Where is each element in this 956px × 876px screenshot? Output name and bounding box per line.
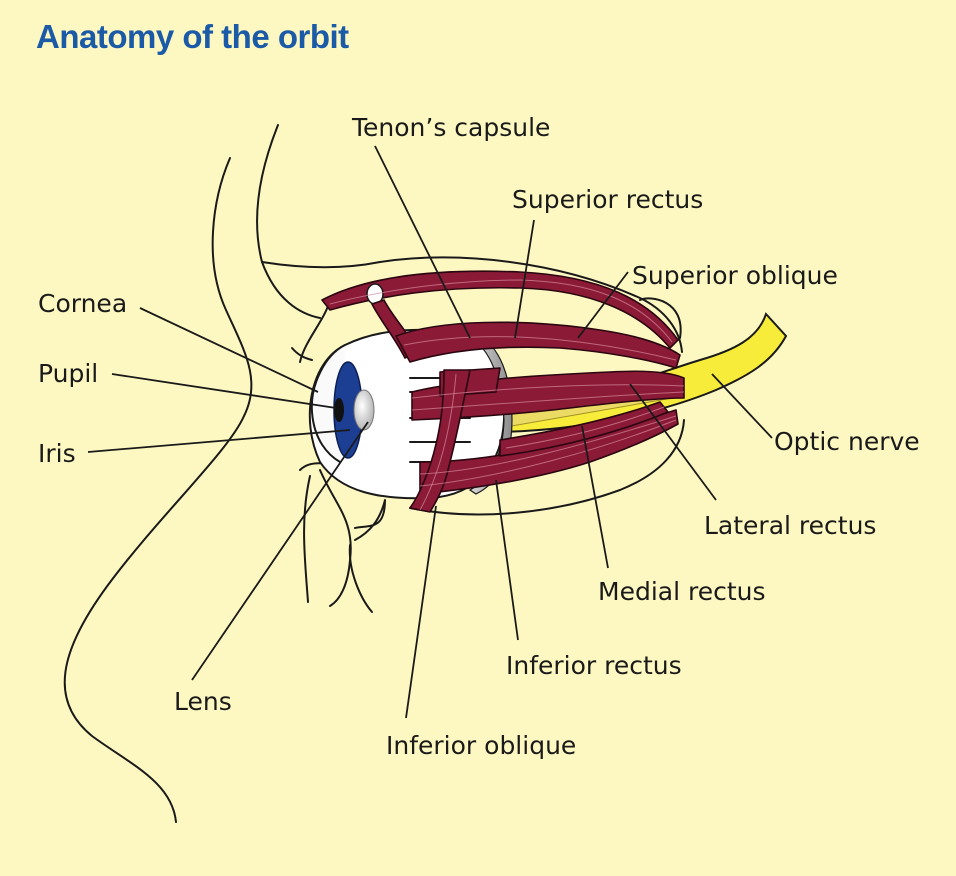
label-inferior-oblique: Inferior oblique <box>386 731 576 760</box>
leader-lens <box>191 421 369 681</box>
leader-inferior-rectus <box>495 479 519 641</box>
leader-lines <box>87 145 773 719</box>
label-iris: Iris <box>38 439 76 468</box>
label-inferior-rectus: Inferior rectus <box>506 651 682 680</box>
leader-inferior-oblique <box>405 505 437 719</box>
label-lateral-rectus: Lateral rectus <box>704 511 876 540</box>
labels: Tenon’s capsule Superior rectus Superior… <box>38 113 920 760</box>
leader-iris <box>87 429 351 453</box>
leader-superior-rectus <box>514 219 535 339</box>
inferior-oblique-muscle <box>409 369 471 513</box>
superior-oblique-muscle <box>321 270 679 349</box>
leader-lateral-rectus <box>629 383 717 501</box>
leader-cornea <box>139 307 319 393</box>
label-superior-rectus: Superior rectus <box>512 185 703 214</box>
label-pupil: Pupil <box>38 359 98 388</box>
label-tenons-capsule: Tenon’s capsule <box>351 113 550 142</box>
leader-medial-rectus <box>581 425 609 569</box>
lens <box>353 389 375 431</box>
leader-pupil <box>111 373 337 409</box>
label-medial-rectus: Medial rectus <box>598 577 766 606</box>
figure-title: Anatomy of the orbit <box>36 18 349 55</box>
leader-superior-oblique <box>577 271 629 339</box>
pupil <box>334 398 344 422</box>
label-optic-nerve: Optic nerve <box>774 427 920 456</box>
medial-rectus-muscle <box>499 401 669 457</box>
label-lens: Lens <box>174 687 232 716</box>
face-outline <box>63 124 685 823</box>
leader-optic-nerve <box>711 373 773 439</box>
leader-tenons-capsule <box>374 145 471 339</box>
label-cornea: Cornea <box>38 289 127 318</box>
label-superior-oblique: Superior oblique <box>632 261 838 290</box>
